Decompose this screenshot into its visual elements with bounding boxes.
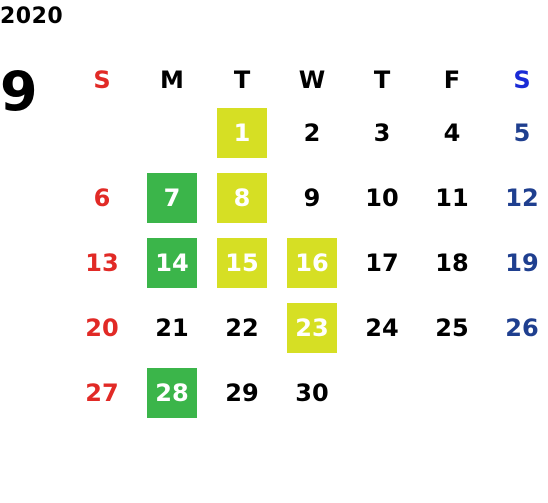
day-number-highlighted[interactable]: 14 [147,237,197,288]
day-number[interactable]: 6 [93,183,111,212]
day-cell[interactable]: 6 [67,165,137,230]
day-number[interactable]: 10 [365,183,399,212]
day-number-highlighted[interactable]: 15 [217,237,267,288]
day-number[interactable]: 25 [435,313,469,342]
day-cell[interactable]: 19 [487,230,548,295]
day-number [147,108,197,158]
day-number[interactable]: 17 [365,248,399,277]
day-number[interactable]: 19 [505,248,539,277]
day-cell[interactable]: 16 [277,230,347,295]
day-cell[interactable]: 2 [277,100,347,165]
day-number[interactable]: 2 [303,118,321,147]
day-number-highlighted[interactable]: 8 [217,172,267,223]
day-number[interactable]: 27 [85,378,119,407]
day-number[interactable]: 11 [435,183,469,212]
weekday-header-friday: F [443,66,461,94]
calendar-grid: S M T W T F S 1 2 3 4 5 6 7 8 9 10 11 12… [67,60,548,425]
day-cell[interactable]: 18 [417,230,487,295]
day-cell[interactable]: 24 [347,295,417,360]
day-cell [67,100,137,165]
day-cell[interactable]: 20 [67,295,137,360]
weekday-header-tuesday: T [233,66,251,94]
day-number-highlighted[interactable]: 23 [287,302,337,353]
weekday-header-monday: M [160,66,184,94]
day-cell [137,100,207,165]
day-number [427,368,477,418]
day-cell[interactable]: 23 [277,295,347,360]
day-number [497,368,547,418]
day-number-highlighted[interactable]: 28 [147,367,197,418]
day-cell[interactable]: 26 [487,295,548,360]
day-number[interactable]: 24 [365,313,399,342]
day-number[interactable]: 9 [303,183,321,212]
day-number[interactable]: 20 [85,313,119,342]
day-number[interactable]: 5 [513,118,531,147]
day-number[interactable]: 21 [155,313,189,342]
day-cell[interactable]: 25 [417,295,487,360]
day-number[interactable]: 29 [225,378,259,407]
day-cell[interactable]: 28 [137,360,207,425]
day-cell[interactable]: 21 [137,295,207,360]
day-cell [347,360,417,425]
day-number [77,108,127,158]
year-label: 2020 [0,4,64,29]
day-cell[interactable]: 14 [137,230,207,295]
day-number[interactable]: 13 [85,248,119,277]
month-number: 9 [0,60,38,123]
day-cell[interactable]: 4 [417,100,487,165]
day-cell[interactable]: 10 [347,165,417,230]
weekday-header-wednesday: W [298,66,326,94]
day-cell[interactable]: 7 [137,165,207,230]
day-number [357,368,407,418]
day-cell[interactable]: 3 [347,100,417,165]
day-cell[interactable]: 9 [277,165,347,230]
day-cell[interactable]: 8 [207,165,277,230]
day-number-highlighted[interactable]: 16 [287,237,337,288]
day-number[interactable]: 30 [295,378,329,407]
day-cell[interactable]: 17 [347,230,417,295]
day-cell[interactable]: 13 [67,230,137,295]
day-number-highlighted[interactable]: 1 [217,107,267,158]
weekday-header-thursday: T [373,66,391,94]
day-number[interactable]: 3 [373,118,391,147]
day-cell [487,360,548,425]
day-number[interactable]: 4 [443,118,461,147]
day-cell[interactable]: 30 [277,360,347,425]
day-number[interactable]: 18 [435,248,469,277]
day-cell[interactable]: 11 [417,165,487,230]
day-cell[interactable]: 22 [207,295,277,360]
day-cell [417,360,487,425]
day-number[interactable]: 26 [505,313,539,342]
weekday-header-sunday: S [93,66,111,94]
day-cell[interactable]: 15 [207,230,277,295]
weekday-header-saturday: S [513,66,531,94]
day-cell[interactable]: 12 [487,165,548,230]
day-cell[interactable]: 1 [207,100,277,165]
day-number-highlighted[interactable]: 7 [147,172,197,223]
day-cell[interactable]: 29 [207,360,277,425]
day-cell[interactable]: 5 [487,100,548,165]
day-number[interactable]: 12 [505,183,539,212]
day-number[interactable]: 22 [225,313,259,342]
day-cell[interactable]: 27 [67,360,137,425]
